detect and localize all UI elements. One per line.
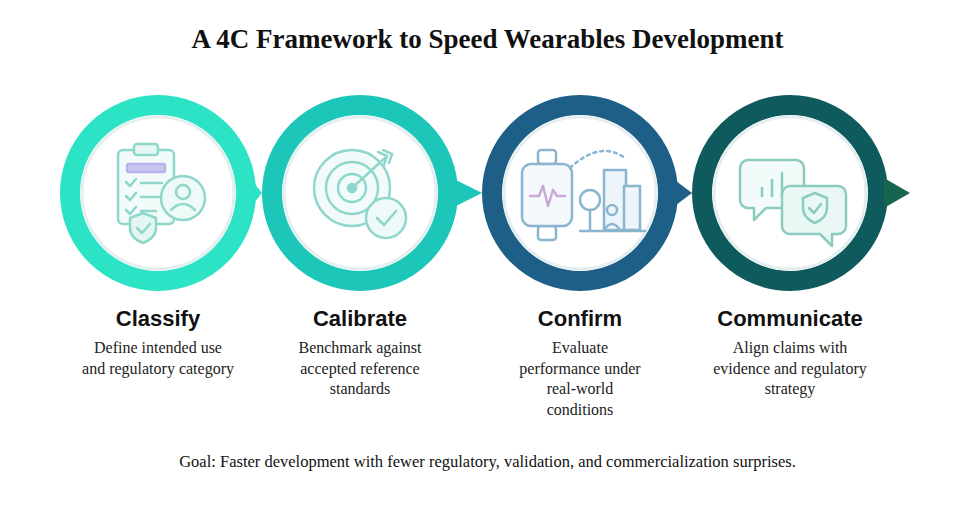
step-node: ClassifyDefine intended use and regulato… (48, 95, 268, 379)
inner-shadow (82, 117, 234, 269)
step-description: Benchmark against accepted reference sta… (280, 338, 440, 400)
step-heading: Classify (48, 305, 268, 332)
step-node: CommunicateAlign claims with evidence an… (680, 95, 900, 400)
goal-caption: Goal: Faster development with fewer regu… (0, 452, 975, 472)
step-description: Align claims with evidence and regulator… (710, 338, 870, 400)
step-heading: Confirm (470, 305, 690, 332)
step-node: ConfirmEvaluate performance under real-w… (470, 95, 690, 420)
inner-shadow (714, 117, 866, 269)
step-heading: Communicate (680, 305, 900, 332)
step-description: Evaluate performance under real-world co… (516, 338, 644, 420)
step-description: Define intended use and regulatory categ… (82, 338, 234, 379)
inner-shadow (504, 117, 656, 269)
step-circle (262, 95, 458, 291)
ring-outline (492, 105, 668, 281)
step-circle (692, 95, 888, 291)
step-circle (60, 95, 256, 291)
inner-shadow (284, 117, 436, 269)
ring-outline (272, 105, 448, 281)
step-node: CalibrateBenchmark against accepted refe… (250, 95, 470, 400)
ring-outline (70, 105, 246, 281)
step-heading: Calibrate (250, 305, 470, 332)
diagram-title: A 4C Framework to Speed Wearables Develo… (0, 24, 975, 55)
step-circle (482, 95, 678, 291)
ring-outline (702, 105, 878, 281)
